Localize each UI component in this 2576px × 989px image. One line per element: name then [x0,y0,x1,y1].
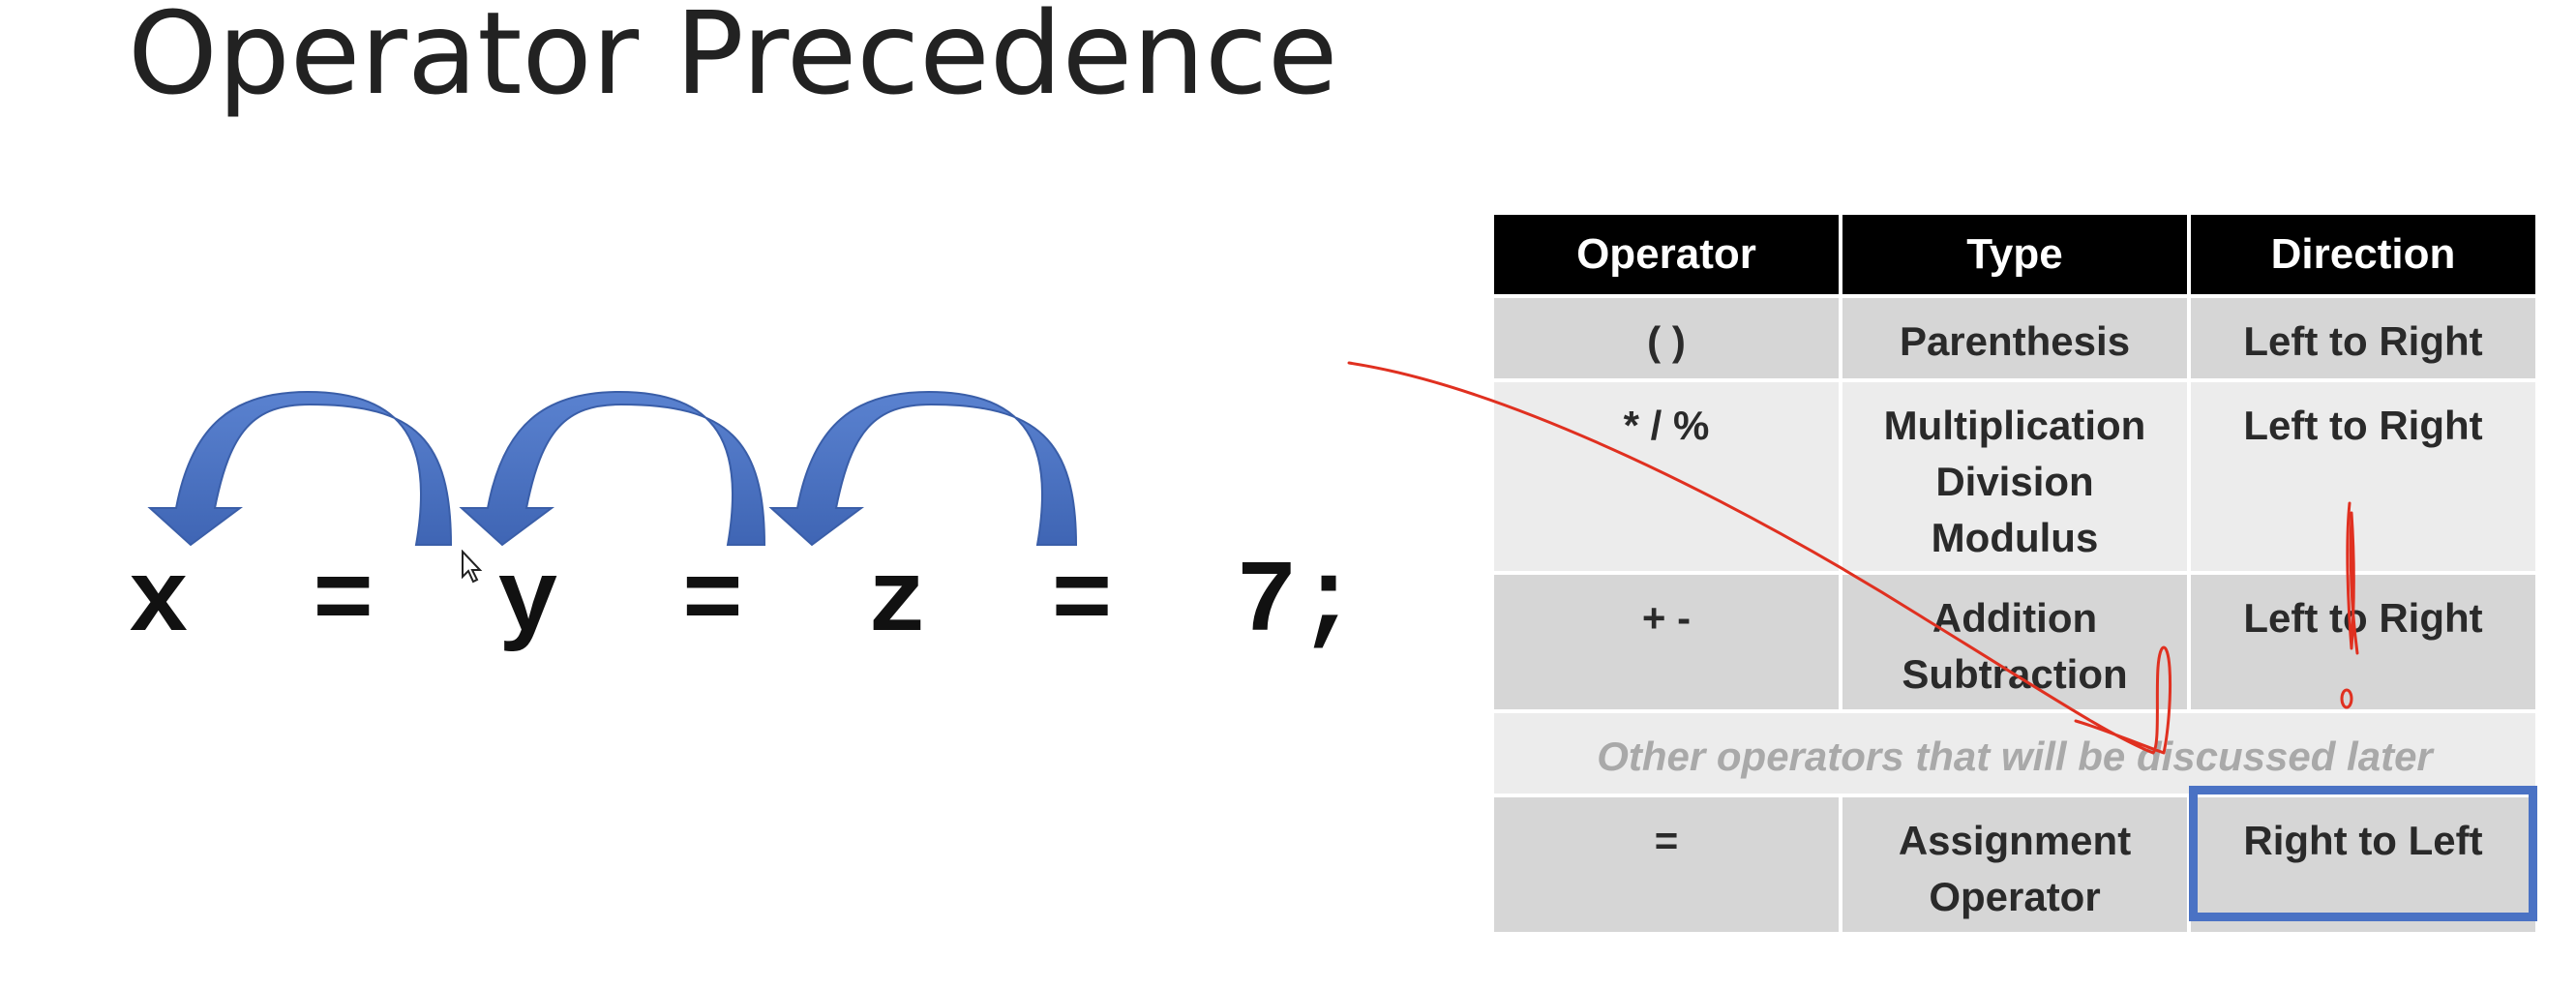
operator-cell: * / % [1494,382,1839,571]
code-token: = [681,545,744,661]
table-row: + - Addition Subtraction Left to Right [1494,575,2535,709]
direction-cell: Left to Right [2191,575,2535,709]
operator-cell: + - [1494,575,1839,709]
arrow-y-to-x-icon [147,390,453,547]
mouse-cursor-icon [462,550,483,584]
code-token: 7; [1236,545,1360,661]
type-cell: Multiplication Division Modulus [1842,382,2187,571]
type-cell: Assignment Operator [1842,797,2187,932]
type-line: Operator [1929,874,2101,919]
type-cell: Addition Subtraction [1842,575,2187,709]
header-direction: Direction [2191,215,2535,294]
code-token: = [312,545,374,661]
arrow-z-to-y-icon [459,390,766,547]
direction-highlight-box [2189,786,2537,921]
operator-cell: ( ) [1494,298,1839,378]
code-token: x [128,545,190,661]
code-token: y [496,545,559,661]
type-line: Subtraction [1902,651,2128,697]
note-cell: Other operators that will be discussed l… [1494,713,2535,794]
table-row-note: Other operators that will be discussed l… [1494,713,2535,794]
type-line: Division [1935,459,2094,504]
table-header-row: Operator Type Direction [1494,215,2535,294]
type-line: Assignment [1898,818,2132,863]
table-row: ( ) Parenthesis Left to Right [1494,298,2535,378]
header-operator: Operator [1494,215,1839,294]
arrow-7-to-z-icon [768,390,1078,547]
table-row: * / % Multiplication Division Modulus Le… [1494,382,2535,571]
table-row: = Assignment Operator Right to Left [1494,797,2535,932]
code-token: = [1051,545,1113,661]
direction-cell: Right to Left [2191,797,2535,932]
operator-cell: = [1494,797,1839,932]
code-token: z [866,545,929,661]
header-type: Type [1842,215,2187,294]
slide-title: Operator Precedence [128,0,1338,120]
type-line: Multiplication [1883,403,2146,448]
type-line: Parenthesis [1899,318,2131,364]
direction-cell: Left to Right [2191,382,2535,571]
type-line: Modulus [1931,515,2099,560]
type-line: Addition [1932,595,2098,641]
direction-cell: Left to Right [2191,298,2535,378]
code-expression: x = y = z = 7; [128,542,1359,665]
type-cell: Parenthesis [1842,298,2187,378]
